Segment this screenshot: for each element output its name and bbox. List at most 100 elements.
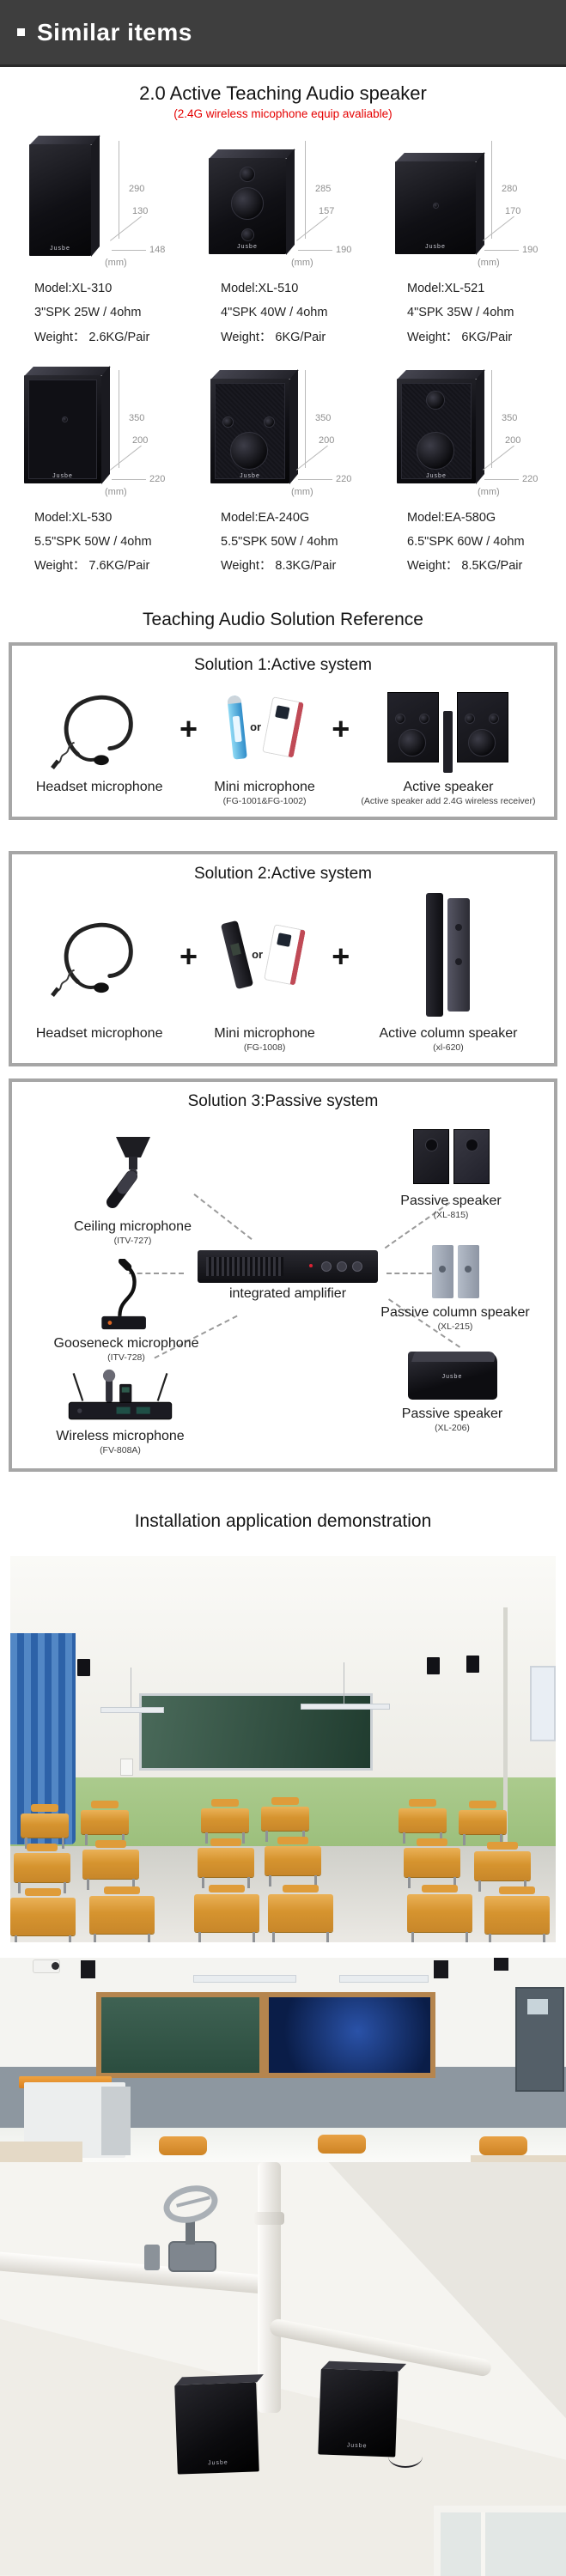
driver bbox=[464, 1265, 472, 1273]
wireless-receiver-column bbox=[443, 710, 453, 773]
ceiling-mic-model: (ITV-727) bbox=[113, 1235, 152, 1246]
tweeter bbox=[426, 390, 445, 410]
active-column-speaker-image bbox=[351, 887, 545, 1023]
school-desk bbox=[14, 1843, 70, 1893]
speaker-image-xl310: Jusbe 290 130 148 (mm) bbox=[3, 131, 190, 276]
amp-knob bbox=[321, 1261, 332, 1272]
width-dimension-line bbox=[484, 478, 519, 480]
width-dimension-line bbox=[298, 250, 332, 251]
school-desk bbox=[265, 1836, 321, 1886]
speaker-wire bbox=[388, 2445, 423, 2468]
depth-dimension-line bbox=[296, 216, 328, 241]
driver bbox=[419, 713, 430, 724]
brand-logo: Jusbe bbox=[346, 2442, 368, 2449]
product-card-xl310: Jusbe 290 130 148 (mm) Model:XL-310 3"SP… bbox=[3, 129, 190, 358]
height-dimension-line bbox=[491, 369, 492, 468]
active-speaker-label: Active speaker bbox=[403, 779, 494, 794]
products-subtitle: (2.4G wireless micophone equip avaliable… bbox=[173, 107, 393, 120]
green-chalkboard bbox=[101, 1996, 259, 2073]
passive-speaker-model: (XL-815) bbox=[433, 1209, 469, 1220]
speaker-image-xl530: Jusbe 350 200 220 (mm) bbox=[3, 360, 190, 506]
product-model: Model:EA-580G bbox=[407, 510, 496, 525]
product-model: Model:XL-510 bbox=[221, 282, 299, 295]
switch-box bbox=[120, 1758, 133, 1776]
wall-washer-light bbox=[193, 1974, 296, 1983]
dimension-unit: (mm) bbox=[291, 258, 313, 268]
speaker-right bbox=[453, 1128, 490, 1184]
column-speaker-left bbox=[426, 892, 444, 1017]
depth-dimension-line bbox=[110, 445, 142, 471]
window-mullion bbox=[481, 2512, 485, 2576]
desk-edge bbox=[0, 2141, 82, 2162]
connector-line bbox=[129, 1272, 184, 1274]
amp-knob bbox=[337, 1261, 347, 1272]
solution-3-box: Solution 3:Passive system Ceiling microp… bbox=[9, 1078, 557, 1472]
wall-speaker bbox=[434, 1959, 448, 1978]
height-dimension-line bbox=[305, 141, 306, 239]
product-weight: Weight： 6KG/Pair bbox=[221, 330, 326, 344]
school-desk bbox=[201, 1798, 249, 1844]
height-dimension-line bbox=[491, 141, 492, 239]
depth-dimension: 130 bbox=[132, 206, 149, 216]
bass-port bbox=[241, 228, 254, 241]
product-spec: 4"SPK 35W / 4ohm bbox=[407, 306, 514, 320]
wireless-mic-model: (FV-808A) bbox=[100, 1444, 141, 1455]
side-window bbox=[530, 1665, 556, 1741]
school-desk bbox=[89, 1886, 155, 1942]
mini-mic-label: Mini microphone bbox=[214, 779, 315, 794]
plus-sign: + bbox=[332, 710, 350, 746]
installation-section: Installation application demonstration bbox=[0, 1511, 566, 2576]
product-info: Model:XL-521 4"SPK 35W / 4ohm Weight： 6K… bbox=[376, 276, 563, 349]
depth-dimension: 170 bbox=[505, 206, 521, 216]
active-speaker-image bbox=[351, 678, 545, 776]
depth-dimension-line bbox=[296, 445, 328, 471]
product-card-xl521: Jusbe 280 170 190 (mm) Model:XL-521 4"SP… bbox=[376, 129, 563, 358]
fluorescent-light bbox=[100, 1706, 164, 1713]
product-spec: 5.5"SPK 50W / 4ohm bbox=[221, 535, 338, 550]
passive-column-speaker-image bbox=[369, 1242, 541, 1302]
passive-speaker-model: (XL-206) bbox=[435, 1422, 470, 1433]
school-desk bbox=[21, 1803, 69, 1849]
passive-column-label: Passive column speaker bbox=[380, 1304, 530, 1320]
solution-2-box: Solution 2:Active system Headset microph… bbox=[9, 850, 557, 1066]
solution-1-box: Solution 1:Active system Headset microph… bbox=[9, 641, 557, 820]
frame-divider bbox=[259, 1996, 270, 2073]
gooseneck-mic-label: Gooseneck microphone bbox=[53, 1335, 199, 1351]
solution-2-headset: Headset microphone bbox=[21, 887, 178, 1042]
solution-2-mini-mic: or Mini microphone (FG-1008) bbox=[199, 887, 331, 1053]
similar-products-section: 2.0 Active Teaching Audio speaker (2.4G … bbox=[0, 82, 566, 587]
red-mic-device bbox=[264, 923, 307, 986]
width-dimension: 220 bbox=[522, 473, 539, 484]
fluorescent-light bbox=[301, 1703, 390, 1710]
product-spec: 3"SPK 25W / 4ohm bbox=[34, 306, 142, 320]
mini-mic-label: Mini microphone bbox=[214, 1025, 315, 1041]
woofer bbox=[230, 431, 268, 470]
product-card-ea580g: Jusbe 350 200 220 (mm) Model:EA-580G 6.5… bbox=[376, 358, 563, 587]
product-spec: 6.5"SPK 60W / 4ohm bbox=[407, 535, 525, 550]
brand-logo: Jusbe bbox=[240, 472, 260, 479]
wireless-mic-label: Wireless microphone bbox=[56, 1428, 185, 1443]
depth-dimension: 157 bbox=[319, 206, 335, 216]
school-desk bbox=[81, 1800, 129, 1845]
or-label: or bbox=[252, 948, 264, 962]
speaker-image-ea240g: Jusbe 350 200 220 (mm) bbox=[190, 360, 376, 506]
amp-vents bbox=[206, 1256, 283, 1276]
dimension-unit: (mm) bbox=[105, 258, 127, 268]
gooseneck-microphone-item: Gooseneck microphone (ITV-728) bbox=[27, 1258, 225, 1363]
school-desk bbox=[399, 1798, 447, 1844]
product-info: Model:XL-510 4"SPK 40W / 4ohm Weight： 6K… bbox=[190, 276, 376, 349]
plus-sign: + bbox=[180, 938, 198, 974]
solution-1-speaker: Active speaker (Active speaker add 2.4G … bbox=[351, 678, 545, 806]
solutions-title: Teaching Audio Solution Reference bbox=[143, 609, 423, 629]
solution-1-headset: Headset microphone bbox=[21, 678, 178, 795]
height-dimension: 290 bbox=[129, 184, 145, 194]
section-header: Similar items bbox=[0, 0, 566, 67]
mic-label-strip bbox=[232, 715, 242, 742]
speaker-box: Jusbe bbox=[29, 144, 91, 256]
product-model: Model:XL-521 bbox=[407, 282, 485, 295]
headset-microphone-image bbox=[21, 678, 178, 776]
product-info: Model:EA-580G 6.5"SPK 60W / 4ohm Weight：… bbox=[376, 506, 563, 579]
logo-dot bbox=[433, 203, 439, 209]
logo-dot bbox=[62, 416, 68, 422]
brand-logo: Jusbe bbox=[50, 246, 70, 252]
